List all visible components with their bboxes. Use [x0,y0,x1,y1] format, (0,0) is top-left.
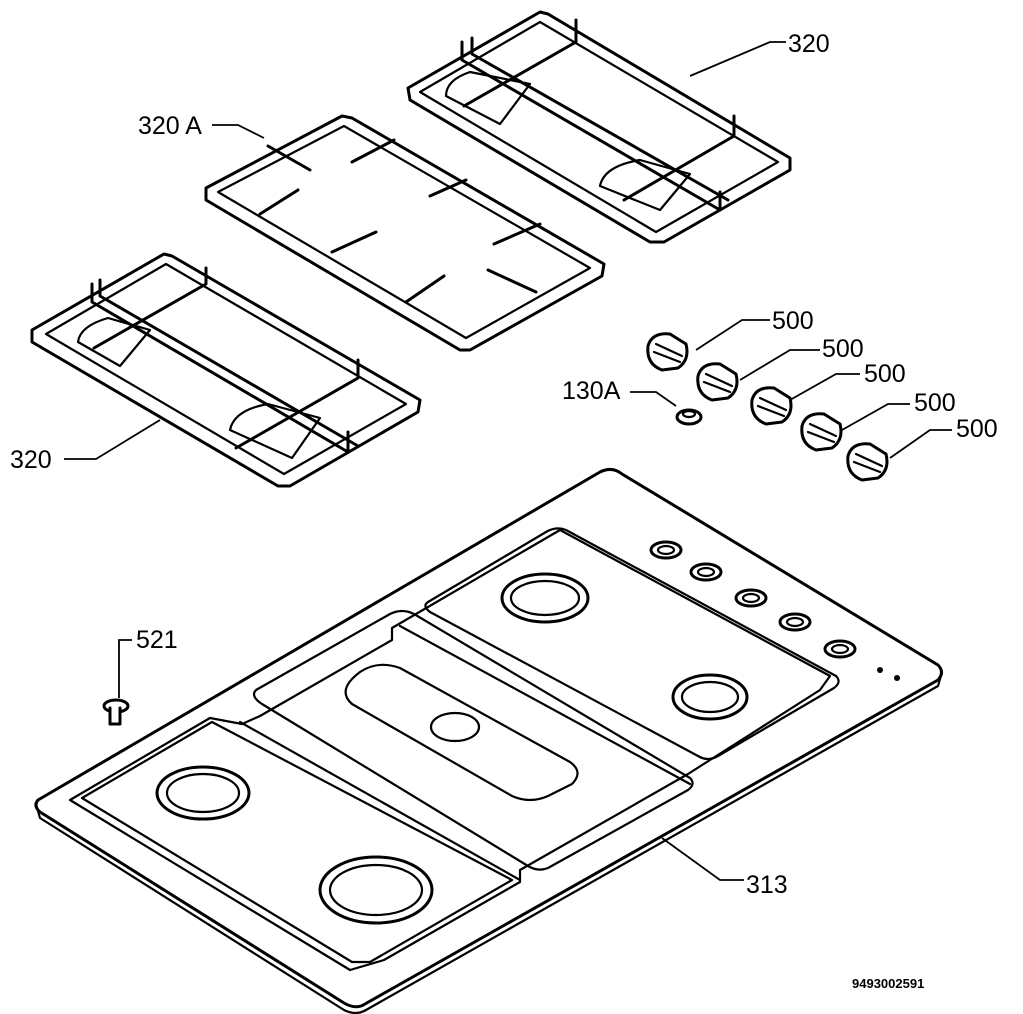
label-grid-centre: 320 A [138,112,202,140]
burner-right-top [500,572,590,624]
label-knob-1: 500 [772,307,814,335]
burner-left-small [155,765,251,821]
knob-2 [696,362,739,402]
label-knob-5: 500 [956,415,998,443]
knob-4 [800,412,843,452]
knob-5 [846,442,889,482]
label-spark-button: 130A [562,377,621,405]
label-knob-3: 500 [864,360,906,388]
label-screw: 521 [136,626,178,654]
control-knobs [646,332,889,482]
label-hob-top: 313 [746,871,788,899]
knob-1 [646,332,689,372]
callout-labels: 320 320 A 320 500 500 500 500 500 130A 5… [10,30,998,991]
knob-3 [750,386,793,426]
screw-521 [102,698,130,726]
pan-support-right [406,10,792,244]
leader-lines [64,41,952,881]
pan-support-left [30,252,422,488]
document-code: 9493002591 [852,976,924,991]
spark-button-130a [675,408,703,426]
label-grid-right: 320 [788,30,830,58]
hob-top-313 [34,467,944,1014]
burner-left-large [318,855,434,925]
burner-right-bottom [671,673,749,721]
knob-spindles [649,540,900,681]
label-knob-2: 500 [822,335,864,363]
label-grid-left: 320 [10,446,52,474]
label-knob-4: 500 [914,389,956,417]
pan-support-centre [204,114,606,352]
